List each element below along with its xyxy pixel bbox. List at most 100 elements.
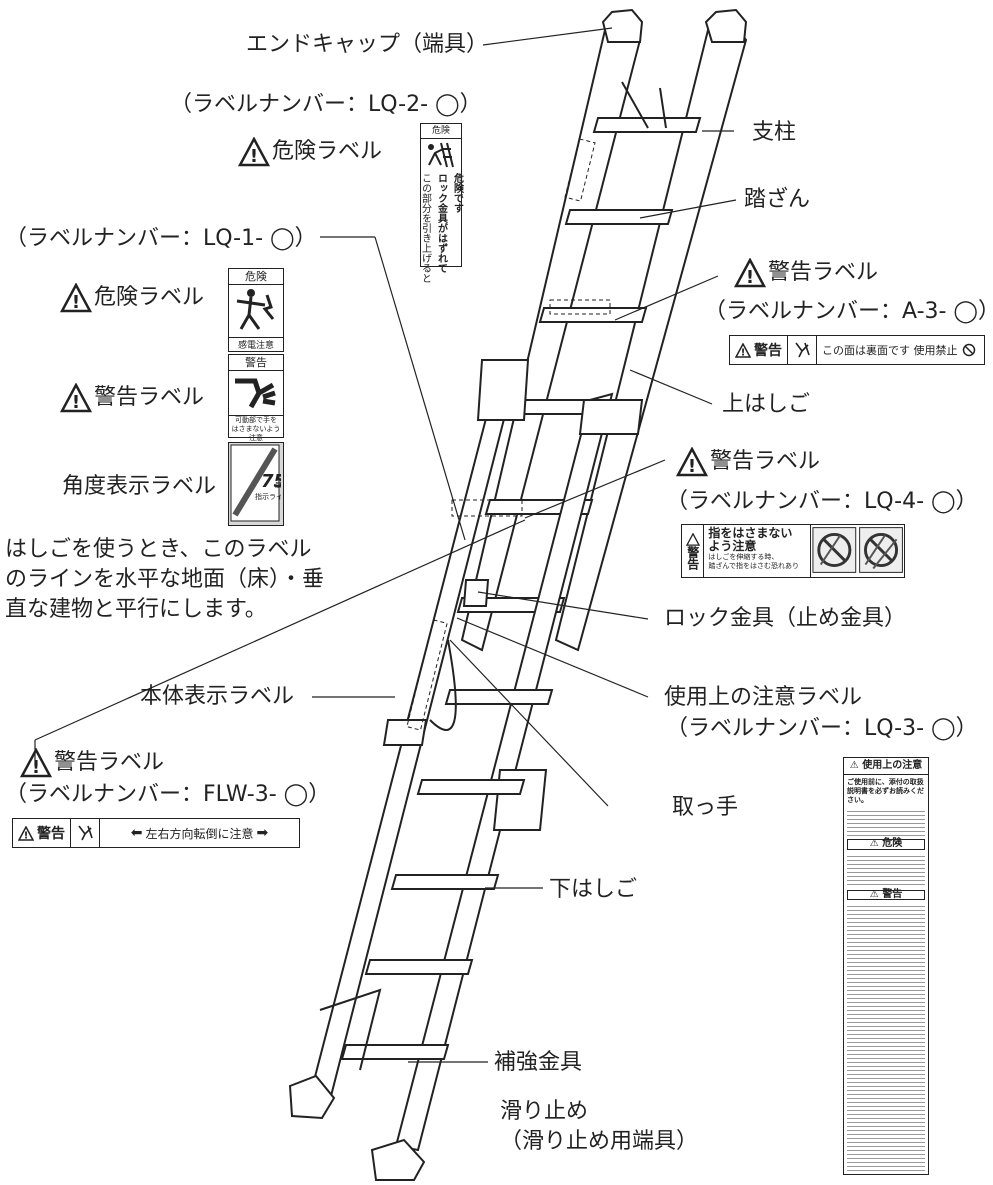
lq4-sticker: 警告 指をはさまない よう注意 はしごを伸縮する時、 踏ざんで指をはさむ恐れあり [681,524,905,578]
a3-text: この面は裏面です 使用禁止 [822,344,958,357]
lock-label: ロック金具（止め金具） [664,606,907,631]
pillar-label: 支柱 [752,120,797,145]
lq3-warning-text: 警告 [882,888,903,900]
hand-sticker-caption-1: 可動部で手を [235,416,277,424]
angle-note-line-2: のラインを水平な地面（床）・垂 [5,567,325,592]
slip-stop-label: 滑り止め [500,1099,589,1124]
end-cap-label: エンドキャップ（端具） [246,32,489,57]
warning-label-lq4: ! 警告ラベル [676,447,820,477]
a3-warn-cell: ! 警告 [730,336,788,364]
angle-line-text: 指示ライン [255,492,281,501]
lq4-warn-cell: 警告 [682,525,705,577]
lq3-text-block-1 [847,808,925,836]
angle-sticker: 75 度 指示ライン [228,442,290,526]
reinforce-label: 補強金具 [494,1050,583,1075]
arrow-left-icon: ⬅ [130,825,143,841]
warning-label-flw-text: 警告ラベル [54,750,165,776]
caution-label: 使用上の注意ラベル [664,685,863,710]
angle-note-line-1: はしごを使うとき、このラベル [5,537,312,562]
lq3-head: ⚠ 使用上の注意 [844,758,928,775]
svg-text:!: ! [24,830,29,841]
label-no-lq4: （ラベルナンバー：LQ-4- ◯） [666,489,978,514]
angle-number: 75 [261,471,281,492]
label-no-flw: （ラベルナンバー：FLW-3- ◯） [5,782,331,807]
warning-triangle-icon: ! [60,383,92,413]
rung-label: 踏ざん [744,187,811,212]
lq1-head: 危険 [229,269,283,285]
warning-label-a3: ! 警告ラベル [734,258,878,288]
label-no-lq2: （ラベルナンバー：LQ-2- ◯） [170,92,482,117]
lq3-head-text: 使用上の注意 [862,760,923,771]
angle-indicator-graphic: 75 度 指示ライン [230,444,290,522]
lq2-sticker-text: この部分を引き上げると [419,173,431,283]
lq4-body-1: はしごを伸縮する時、 [708,553,779,561]
warning-triangle-icon: ! [238,137,270,167]
flw-hazard-cell [71,819,100,847]
pinched-hand-icon [235,378,276,409]
lq4-warn-text: 警告 [685,545,700,570]
warning-label-hand: ! 警告ラベル [60,383,204,413]
lq4-body-2: 踏ざんで指をはさむ恐れあり [708,562,800,570]
angle-label: 角度表示ラベル [62,474,217,499]
warning-triangle-icon: ! [676,447,708,477]
lq2-sticker-text-2: ロック金具がはずれて [435,173,447,273]
lq2-sticker-text-3: 危険です [451,173,463,213]
label-no-a3: （ラベルナンバー：A-3- ◯） [704,299,993,324]
warning-triangle-icon: ! [735,342,751,358]
lq1-danger-sticker: 危険 感電注意 [228,268,284,352]
lq2-sticker-head: 危険 [421,124,461,139]
warning-label-hand-text: 警告ラベル [94,385,205,411]
electric-shock-icon [236,289,275,330]
a3-hazard-cell [788,336,817,364]
a3-text-cell: この面は裏面です 使用禁止 [817,336,981,364]
hand-warning-sticker: 警告 可動部で手を はさまないよう注意 [228,354,284,442]
flw-warn-text: 警告 [37,826,65,842]
svg-text:!: ! [746,267,754,288]
danger-label-lq1-text: 危険ラベル [94,285,205,311]
danger-label-text: 危険ラベル [272,139,383,165]
falling-person-icon [795,342,810,358]
lq3-danger-text: 危険 [882,838,903,849]
svg-text:!: ! [688,456,696,477]
finger-pinch-illustration [812,527,903,573]
prohibited-icon [962,343,975,357]
lq3-text-block-2 [847,852,925,887]
flw-text-cell: ⬅ 左右方向転倒に注意 ➡ [100,819,299,847]
svg-text:!: ! [72,392,80,413]
label-no-lq3: （ラベルナンバー：LQ-3- ◯） [666,716,978,741]
climbing-person-icon [428,142,454,168]
lq4-title-1: 指をはさまない [708,526,793,540]
hand-sticker-head: 警告 [229,355,283,371]
lq3-caution-sticker: ⚠ 使用上の注意 ご使用前に、添付の取扱説明書を必ずお読みください。 ⚠ 危険 … [843,757,929,1175]
lq4-text-cell: 指をはさまない よう注意 はしごを伸縮する時、 踏ざんで指をはさむ恐れあり [704,525,811,577]
a3-warn-text: 警告 [754,343,782,359]
danger-label-lq1: ! 危険ラベル [60,283,204,313]
svg-text:!: ! [250,146,258,167]
falling-person-icon [78,825,93,841]
warning-label-flw: ! 警告ラベル [20,748,164,778]
lq1-caption: 感電注意 [229,337,283,351]
flw-warn-cell: ! 警告 [13,819,71,847]
flw-text: 左右方向転倒に注意 [145,826,254,841]
upper-ladder-label: 上はしご [722,392,811,417]
svg-text:!: ! [72,292,80,313]
warning-triangle-icon: ! [60,283,92,313]
handle-label: 取っ手 [672,795,739,820]
body-label: 本体表示ラベル [140,684,295,709]
lq4-title-2: よう注意 [708,539,757,553]
lower-ladder-label: 下はしご [549,877,638,902]
danger-label-lq2: ! 危険ラベル [238,137,382,167]
svg-text:!: ! [741,347,746,358]
arrow-right-icon: ➡ [256,825,269,841]
lq3-warning-head: ⚠ 警告 [847,888,925,900]
warning-triangle-icon: ! [734,258,766,288]
slip-stop-sub-label: （滑り止め用端具） [500,1129,699,1154]
hand-sticker-caption-2: はさまないよう注意 [231,425,281,442]
lq3-danger-head: ⚠ 危険 [847,839,925,850]
lq3-text-block-3 [847,903,925,1174]
lq2-sticker: 危険 この部分を引き上げると ロック金具がはずれて 危険です [420,123,463,283]
warning-label-lq4-text: 警告ラベル [710,449,821,475]
flw-sticker: ! 警告 ⬅ 左右方向転倒に注意 ➡ [12,818,300,848]
